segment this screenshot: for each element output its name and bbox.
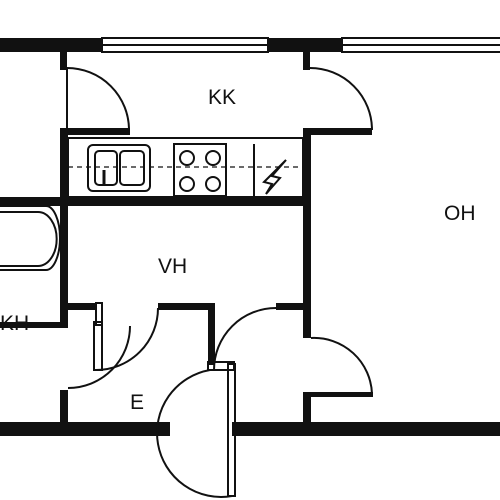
door-oh <box>310 336 373 395</box>
window-top-right <box>341 37 500 53</box>
interior-walls <box>0 50 373 424</box>
door-vh-left <box>95 307 159 371</box>
wall-oh-bottom-stub <box>303 392 373 397</box>
door-entrance-leaf <box>227 363 236 497</box>
door-kk-right <box>309 67 373 131</box>
door-kh-leaf <box>93 321 103 371</box>
wall-kitchen-bottom <box>0 197 311 206</box>
wall-e-left <box>60 390 68 424</box>
room-label-vh: VH <box>158 255 187 278</box>
stove <box>173 143 227 197</box>
room-label-e: E <box>130 391 144 414</box>
wall-right-vertical <box>303 128 311 338</box>
bottom-exterior-wall <box>0 422 500 436</box>
room-label-kk: KK <box>208 86 236 109</box>
room-label-oh: OH <box>444 202 476 225</box>
door-kh-jamb <box>95 302 103 326</box>
wall-kk-bottom-left <box>60 128 130 135</box>
top-exterior-wall <box>0 38 342 52</box>
wall-vh-bottom-mid <box>158 303 214 310</box>
wall-kk-right-upper <box>303 50 310 70</box>
wall-left-vertical <box>60 128 68 328</box>
room-label-kh: KH <box>0 312 29 335</box>
top-wall-segment-left <box>0 38 102 52</box>
lightning-bolt-icon <box>253 144 287 197</box>
wall-vh-bottom-left <box>60 303 96 310</box>
wall-stub-inner <box>208 303 215 365</box>
door-entrance-leaf-top <box>207 361 235 371</box>
door-e-curve <box>67 325 131 389</box>
door-swings <box>66 67 373 498</box>
bottom-wall-left <box>0 422 170 436</box>
wall-vh-bottom-right <box>276 303 311 310</box>
wall-kk-bottom-right <box>306 128 372 135</box>
wall-oh-left-lower <box>303 392 311 424</box>
wall-kk-left-upper <box>60 50 67 70</box>
window-top-left <box>101 37 269 53</box>
bathtub <box>0 205 61 271</box>
door-kk-left <box>66 67 130 131</box>
bottom-wall-right <box>232 422 500 436</box>
door-entrance <box>156 369 233 498</box>
top-wall-segment-middle <box>268 38 342 52</box>
kitchen-sink <box>87 144 151 192</box>
wall-kh-bottom <box>0 322 68 328</box>
door-vh-right <box>213 307 277 371</box>
